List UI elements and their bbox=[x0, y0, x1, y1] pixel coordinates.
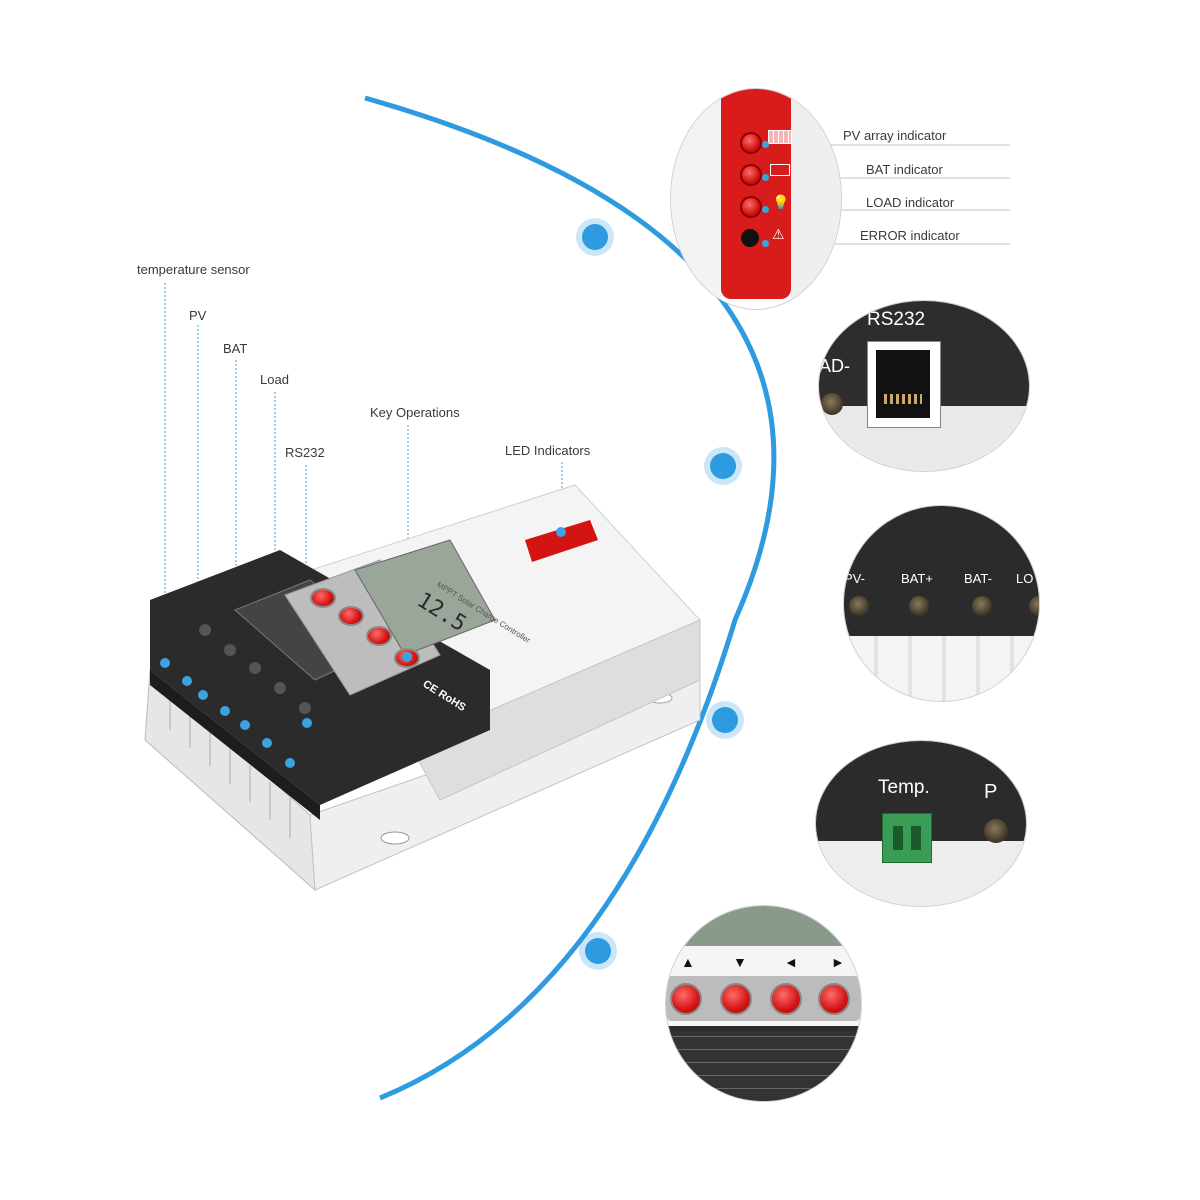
arrow-down-icon: ▼ bbox=[733, 954, 747, 970]
label-load-indicator: LOAD indicator bbox=[866, 195, 955, 210]
temp-title: Temp. bbox=[878, 777, 930, 798]
terminal-label-pv: PV- bbox=[844, 571, 865, 586]
callout-led-indicators: LED Indicators bbox=[505, 443, 591, 458]
led-dot-2 bbox=[762, 174, 769, 181]
arrow-up-icon: ▲ bbox=[681, 954, 695, 970]
dot-pv2 bbox=[198, 690, 208, 700]
terminal-label-load: LO bbox=[1016, 571, 1034, 586]
dot-key bbox=[402, 652, 412, 662]
terminal-screw-2 bbox=[909, 596, 929, 616]
key-up-button[interactable] bbox=[670, 983, 702, 1015]
dot-led bbox=[556, 527, 566, 537]
dot-pv bbox=[182, 676, 192, 686]
arc-node-1 bbox=[582, 224, 608, 250]
label-pv-array-indicator: PV array indicator bbox=[843, 128, 947, 143]
callout-rs232: RS232 bbox=[285, 445, 325, 460]
battery-icon bbox=[770, 164, 790, 176]
dot-rs232 bbox=[285, 758, 295, 768]
led-dot-1 bbox=[762, 141, 769, 148]
dot-temp bbox=[160, 658, 170, 668]
dot-load bbox=[262, 738, 272, 748]
rs232-knob bbox=[821, 393, 843, 415]
key-left-button[interactable] bbox=[770, 983, 802, 1015]
led-bat bbox=[740, 164, 762, 186]
temp-connector bbox=[882, 813, 932, 863]
terminal-screw-3 bbox=[972, 596, 992, 616]
zoom-terminals: PV- BAT+ BAT- LO bbox=[843, 505, 1040, 702]
zoom-rs232: RS232 AD- bbox=[818, 300, 1030, 472]
arc-node-4 bbox=[585, 938, 611, 964]
key-right-button[interactable] bbox=[818, 983, 850, 1015]
callout-temperature-sensor: temperature sensor bbox=[137, 262, 250, 277]
key-down-button[interactable] bbox=[720, 983, 752, 1015]
dot-rs232b bbox=[302, 718, 312, 728]
dot-bat2 bbox=[240, 720, 250, 730]
led-error bbox=[741, 229, 759, 247]
dot-bat bbox=[220, 706, 230, 716]
arrow-right-icon: ► bbox=[831, 954, 845, 970]
rs232-port bbox=[867, 341, 941, 428]
device-key-up[interactable] bbox=[310, 588, 336, 608]
callout-pv: PV bbox=[189, 308, 207, 323]
callout-key-operations: Key Operations bbox=[370, 405, 460, 420]
label-bat-indicator: BAT indicator bbox=[866, 162, 943, 177]
led-load bbox=[740, 196, 762, 218]
terminal-label-bat-plus: BAT+ bbox=[901, 571, 933, 586]
keys-table bbox=[666, 1031, 861, 1101]
device-key-left[interactable] bbox=[366, 626, 392, 646]
rs232-side-text: AD- bbox=[819, 356, 850, 376]
warning-icon: ⚠ bbox=[772, 226, 785, 242]
led-dot-4 bbox=[762, 240, 769, 247]
zoom-temp: Temp. P bbox=[815, 740, 1027, 907]
callout-load: Load bbox=[260, 372, 289, 387]
bulb-icon: 💡 bbox=[772, 194, 790, 210]
terminal-label-bat-minus: BAT- bbox=[964, 571, 992, 586]
temp-side-text: P bbox=[984, 781, 998, 803]
temp-knob bbox=[984, 819, 1008, 843]
charge-controller-device bbox=[140, 470, 710, 900]
terminal-screw-4 bbox=[1029, 596, 1039, 616]
arrow-left-icon: ◄ bbox=[784, 954, 798, 970]
rs232-title: RS232 bbox=[867, 309, 926, 330]
solar-panel-icon bbox=[768, 130, 792, 144]
arc-node-2 bbox=[710, 453, 736, 479]
device-key-down[interactable] bbox=[338, 606, 364, 626]
led-pv-array bbox=[740, 132, 762, 154]
led-dot-3 bbox=[762, 206, 769, 213]
terminal-screw-1 bbox=[849, 596, 869, 616]
arc-node-3 bbox=[712, 707, 738, 733]
callout-bat: BAT bbox=[223, 341, 248, 356]
label-error-indicator: ERROR indicator bbox=[860, 228, 960, 243]
